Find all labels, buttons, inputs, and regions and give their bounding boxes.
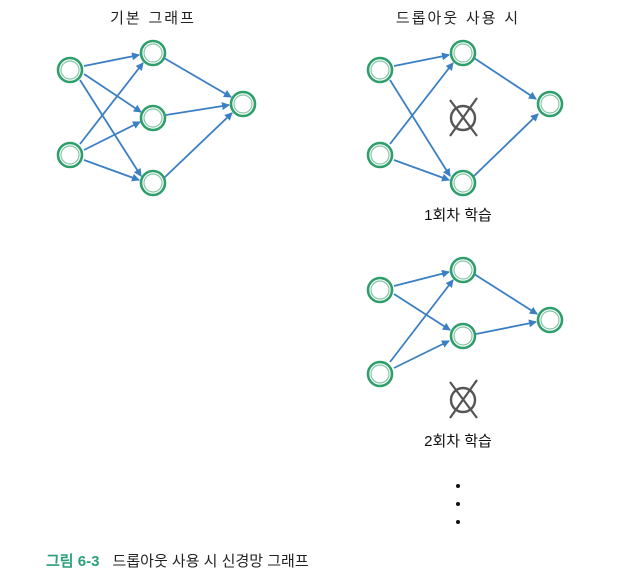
hidden-node [449,39,477,67]
hidden-node [449,256,477,284]
basic-graph-nodes [56,39,257,197]
edge [473,57,537,100]
edge [389,79,451,177]
figure-caption-text: 드롭아웃 사용 시 신경망 그래프 [113,553,309,570]
round2-label: 2회차 학습 [424,433,492,450]
round1-edges [389,52,539,182]
continuation-ellipsis [456,484,460,524]
edge [79,79,142,177]
edge [83,121,141,151]
input-node [56,141,84,169]
edge [393,293,451,331]
input-node [366,141,394,169]
edge [475,319,537,335]
edge [163,57,232,98]
input-node [366,276,394,304]
round2-nodes [366,256,564,419]
hidden-node [139,104,167,132]
input-node [366,56,394,84]
edge [83,73,142,113]
edge [393,269,450,287]
input-node [56,56,84,84]
dropout-graph-title: 드롭아웃 사용 시 [396,9,520,27]
hidden-node [449,322,477,350]
edge [389,62,454,145]
edge [83,52,140,67]
dropped-node-x-icon [449,97,478,137]
edge [389,279,454,363]
edge [79,62,144,145]
edge [163,112,233,179]
dropped-node-x-icon [449,379,478,419]
hidden-node [139,39,167,67]
figure-caption: 그림 6-3 드롭아웃 사용 시 신경망 그래프 [46,551,309,570]
edge [393,340,450,369]
basic-graph [56,39,257,197]
round1-nodes [366,39,564,197]
hidden-node [139,169,167,197]
edge [165,102,230,116]
output-node [536,90,564,118]
basic-graph-title: 기본 그래프 [110,9,196,27]
figure-number: 그림 6-3 [46,552,99,570]
hidden-node [449,169,477,197]
edge [393,52,450,67]
dropout-round1-graph: 1회차 학습 [366,39,564,224]
dropout-round2-graph: 2회차 학습 [366,256,564,450]
round1-label: 1회차 학습 [424,207,492,224]
round2-edges [389,269,538,369]
edge [83,159,140,182]
input-node [366,360,394,388]
edge [473,113,539,177]
output-node [536,306,564,334]
output-node [229,90,257,118]
basic-graph-edges [79,52,233,182]
edge [473,273,538,315]
edge [393,159,450,182]
